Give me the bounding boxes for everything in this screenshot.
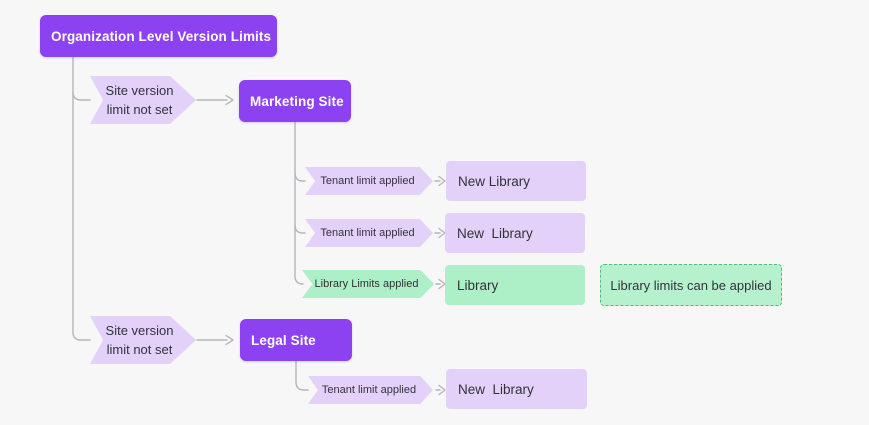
chevron-site-condition-legal: Site version limit not set — [90, 316, 196, 364]
note-library-limits: Library limits can be applied — [600, 264, 782, 306]
node-library-label: Library — [457, 277, 499, 293]
connector-condition-to-marketing — [196, 94, 234, 106]
node-new-library-2: New Library — [445, 213, 585, 253]
chevron-tenant-limit-1-label: Tenant limit applied — [320, 175, 415, 187]
chevron-tenant-limit-3: Tenant limit applied — [308, 376, 433, 404]
note-library-limits-label: Library limits can be applied — [610, 277, 772, 293]
chevron-tenant-limit-3-label: Tenant limit applied — [321, 384, 417, 396]
connector-marketing-row2 — [294, 224, 306, 234]
node-org-version-limits-label: Organization Level Version Limits — [51, 28, 272, 44]
connector-marketing-trunk — [294, 121, 304, 285]
node-marketing-site-label: Marketing Site — [250, 93, 344, 109]
chevron-tenant-limit-1: Tenant limit applied — [305, 167, 433, 195]
node-legal-site: Legal Site — [240, 319, 352, 361]
connector-row2-arrow — [434, 227, 446, 239]
connector-marketing-row1 — [294, 172, 306, 182]
connector-legal-trunk — [295, 360, 309, 391]
chevron-site-condition-marketing-label: Site version limit not set — [105, 83, 174, 117]
chevron-tenant-limit-2: Tenant limit applied — [305, 219, 433, 247]
node-marketing-site: Marketing Site — [239, 80, 351, 122]
connector-root-trunk — [72, 56, 91, 341]
connector-condition-to-legal — [196, 334, 234, 346]
connector-root-to-marketing-condition — [72, 91, 91, 101]
chevron-site-condition-legal-label: Site version limit not set — [105, 323, 174, 357]
node-new-library-1: New Library — [446, 161, 586, 201]
node-org-version-limits: Organization Level Version Limits — [40, 15, 277, 57]
node-new-library-3-label: New Library — [458, 381, 534, 397]
connector-legal-row-arrow — [435, 384, 446, 396]
chevron-tenant-limit-2-label: Tenant limit applied — [320, 227, 415, 239]
connector-row3-arrow — [435, 278, 446, 290]
node-legal-site-label: Legal Site — [251, 332, 316, 348]
chevron-library-limits: Library Limits applied — [302, 270, 434, 298]
node-new-library-3: New Library — [446, 369, 587, 409]
node-library: Library — [445, 265, 585, 305]
chevron-site-condition-marketing: Site version limit not set — [90, 76, 196, 124]
connector-row1-arrow — [434, 175, 446, 187]
node-new-library-1-label: New Library — [458, 173, 531, 189]
node-new-library-2-label: New Library — [457, 225, 533, 241]
chevron-library-limits-label: Library Limits applied — [314, 278, 419, 290]
